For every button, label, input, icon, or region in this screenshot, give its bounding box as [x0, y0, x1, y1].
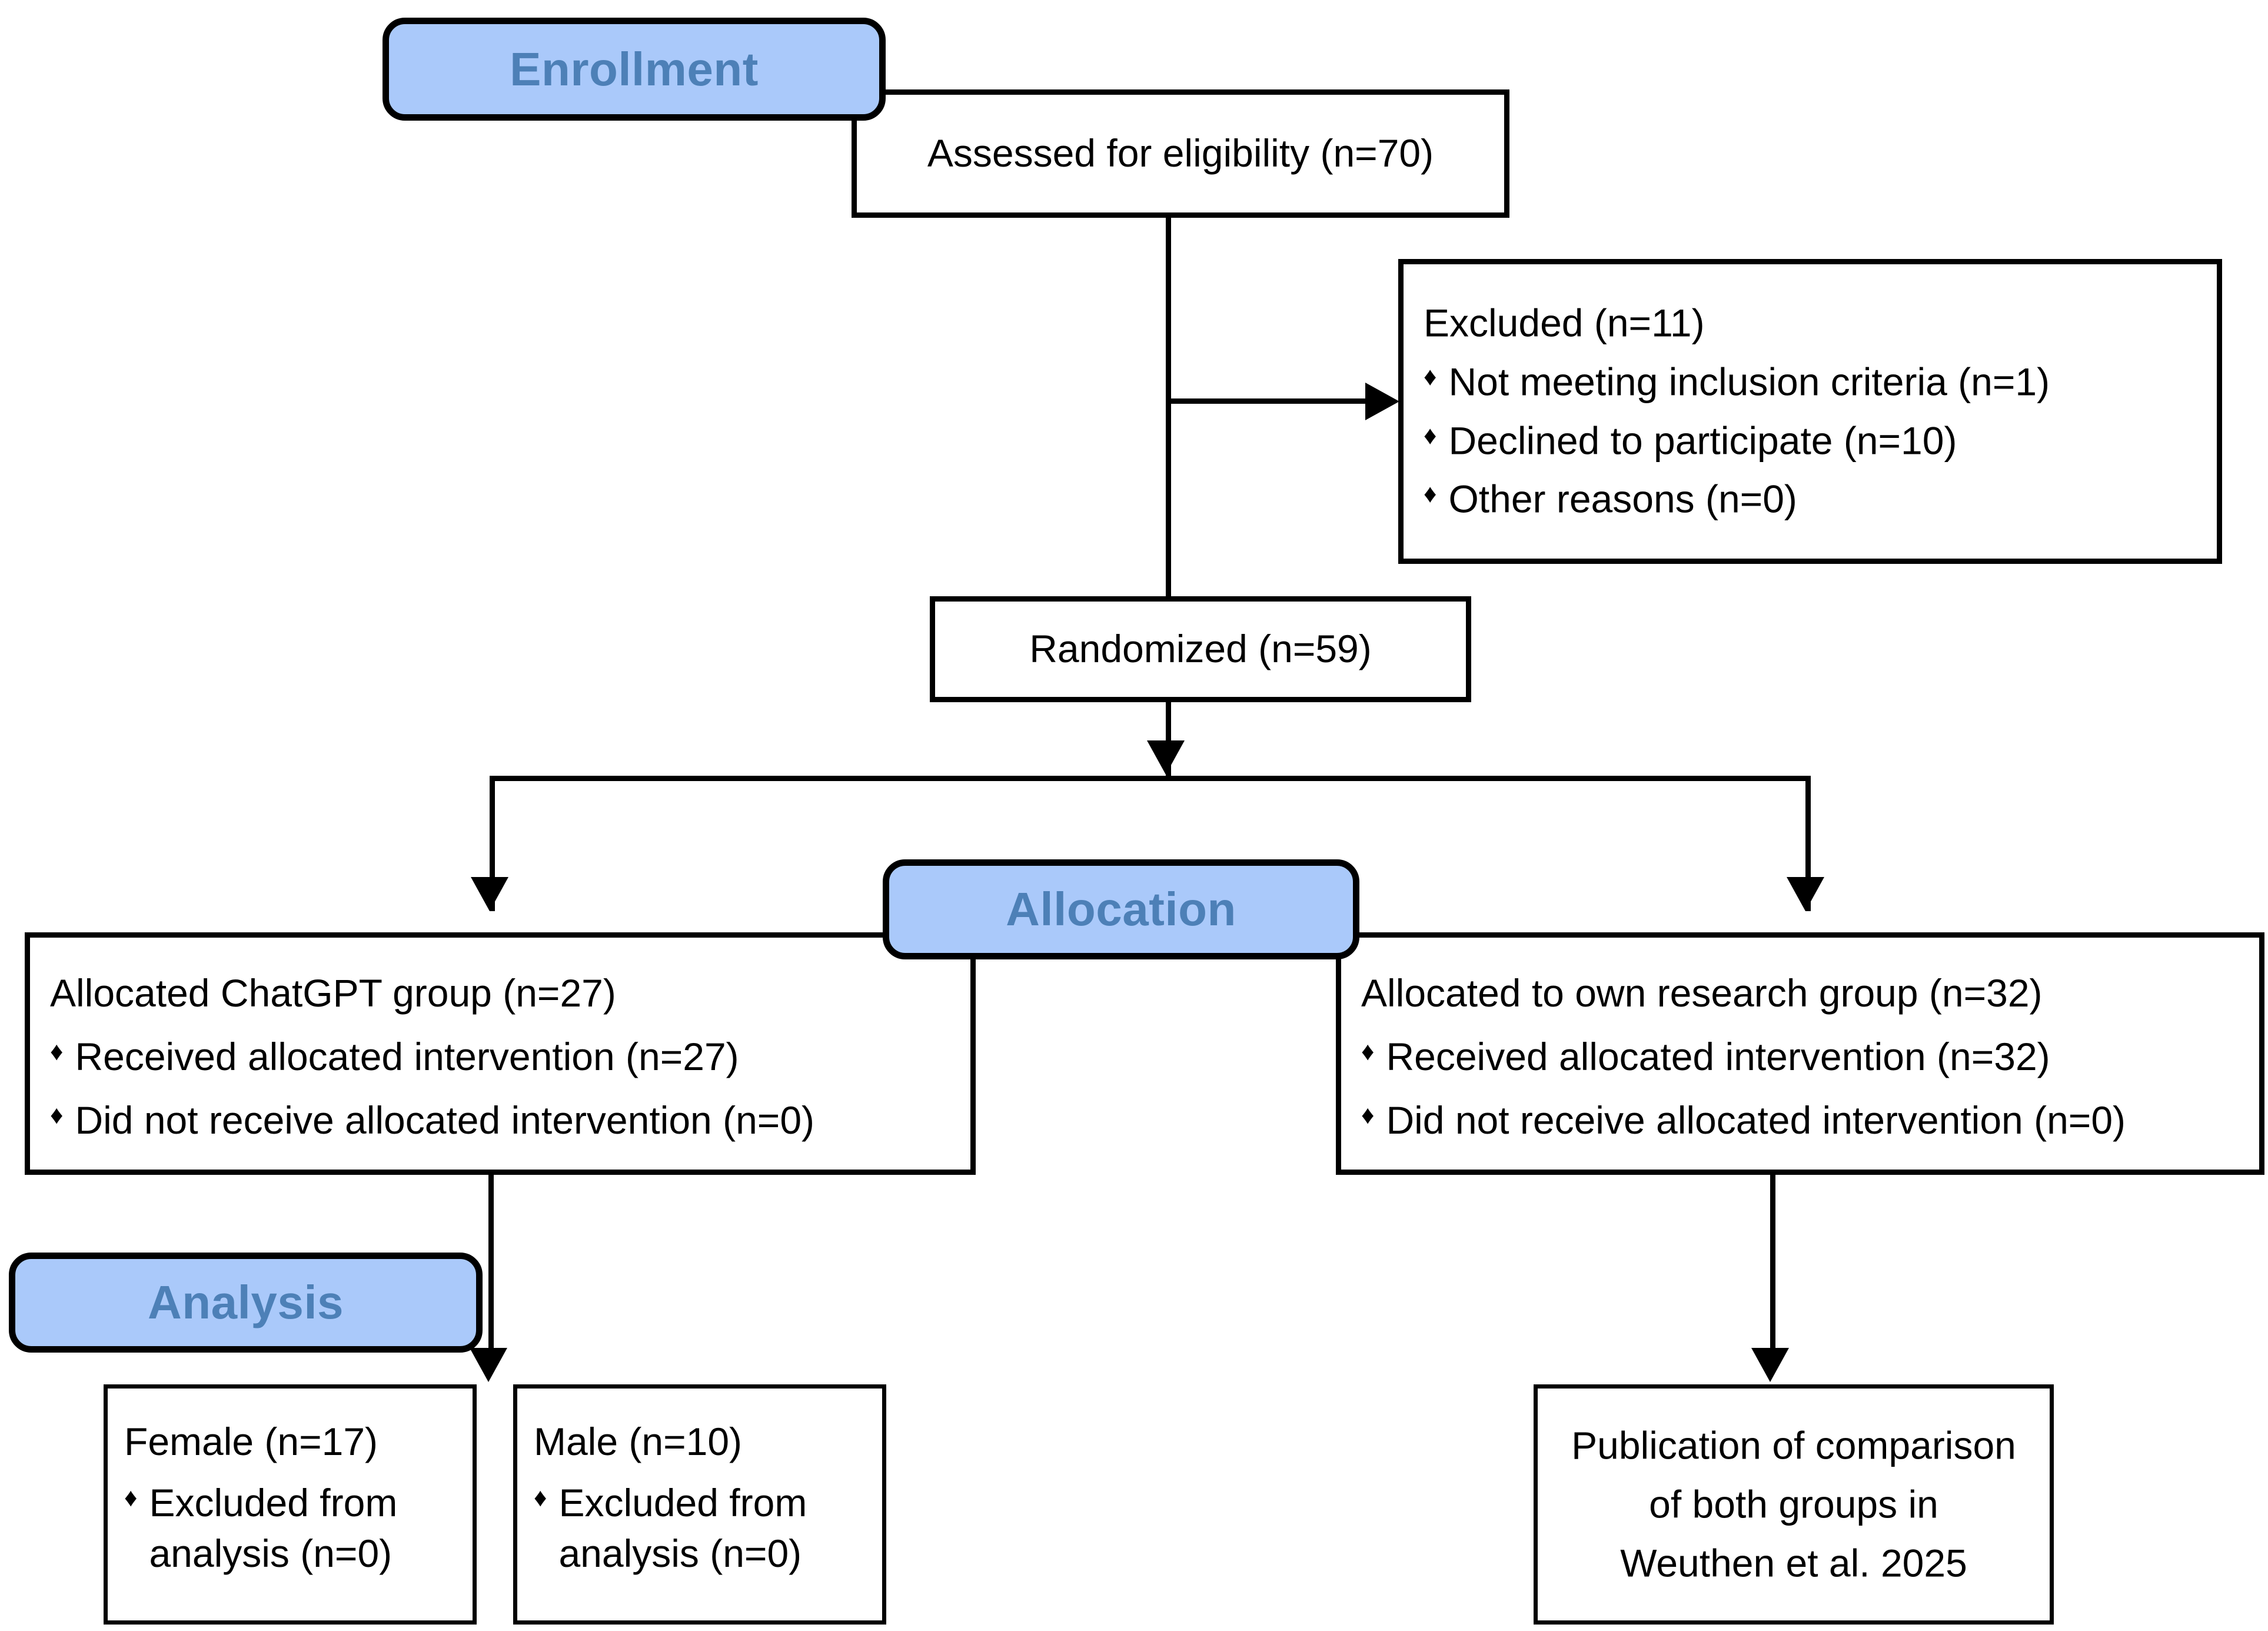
male-item-text: Excluded from analysis (n=0)	[558, 1480, 807, 1575]
male-heading: Male (n=10)	[534, 1420, 743, 1463]
allocated-left-item-text: Did not receive allocated intervention (…	[75, 1098, 814, 1142]
arrowhead-to-sex-boxes	[470, 1348, 507, 1382]
publication-line-2: of both groups in	[1649, 1482, 1938, 1526]
stage-banner-enrollment-label: Enrollment	[510, 42, 759, 95]
assessed-text: Assessed for eligibility (n=70)	[927, 131, 1434, 175]
diamond-bullet-icon: ♦	[1424, 479, 1437, 509]
allocated-left-item: ♦ Did not receive allocated intervention…	[50, 1095, 950, 1146]
diamond-bullet-icon: ♦	[50, 1100, 64, 1130]
allocated-right-item: ♦ Received allocated intervention (n=32)	[1361, 1032, 2239, 1082]
arrowhead-right-allocation	[1787, 877, 1824, 911]
allocated-left-item-text: Received allocated intervention (n=27)	[75, 1034, 739, 1078]
randomized-text: Randomized (n=59)	[1029, 627, 1372, 671]
allocated-right-item-text: Received allocated intervention (n=32)	[1386, 1034, 2050, 1078]
diamond-bullet-icon: ♦	[1361, 1100, 1375, 1130]
diamond-bullet-icon: ♦	[1424, 362, 1437, 391]
arrowhead-randomized-split	[1147, 740, 1185, 775]
connector-to-excluded	[1168, 398, 1368, 404]
publication-line-1: Publication of comparison	[1571, 1423, 2016, 1467]
stage-banner-analysis-label: Analysis	[147, 1276, 344, 1328]
connector-split-right	[1805, 776, 1811, 911]
connector-left-allocation-down	[488, 1174, 494, 1351]
diamond-bullet-icon: ♦	[1361, 1037, 1375, 1066]
excluded-reason-item: ♦ Other reasons (n=0)	[1424, 474, 2197, 525]
connector-right-allocation-down	[1770, 1174, 1775, 1351]
stage-banner-allocation: Allocation	[883, 859, 1359, 959]
male-item: ♦ Excluded from analysis (n=0)	[534, 1478, 866, 1579]
diamond-bullet-icon: ♦	[1424, 421, 1437, 450]
box-excluded: Excluded (n=11) ♦ Not meeting inclusion …	[1398, 259, 2222, 564]
arrowhead-left-allocation	[471, 877, 508, 911]
diamond-bullet-icon: ♦	[534, 1483, 547, 1512]
female-item-text: Excluded from analysis (n=0)	[149, 1480, 398, 1575]
female-heading: Female (n=17)	[124, 1420, 378, 1463]
connector-split-bar	[490, 776, 1811, 781]
connector-assessed-to-randomized	[1166, 218, 1171, 600]
allocated-left-item: ♦ Received allocated intervention (n=27)	[50, 1032, 950, 1082]
diamond-bullet-icon: ♦	[50, 1037, 64, 1066]
excluded-reason-item: ♦ Declined to participate (n=10)	[1424, 416, 2197, 466]
allocated-right-heading: Allocated to own research group (n=32)	[1361, 971, 2043, 1015]
arrowhead-to-publication	[1751, 1348, 1789, 1382]
excluded-reason-text: Not meeting inclusion criteria (n=1)	[1448, 360, 2050, 404]
excluded-reason-item: ♦ Not meeting inclusion criteria (n=1)	[1424, 357, 2197, 407]
stage-banner-analysis: Analysis	[9, 1253, 483, 1353]
allocated-left-heading: Allocated ChatGPT group (n=27)	[50, 971, 616, 1015]
connector-randomized-down	[1166, 700, 1171, 777]
arrowhead-to-excluded	[1365, 383, 1399, 420]
box-assessed-for-eligibility: Assessed for eligibility (n=70)	[852, 89, 1509, 218]
excluded-heading: Excluded (n=11)	[1424, 301, 1705, 345]
box-randomized: Randomized (n=59)	[930, 596, 1471, 702]
box-female-analysis: Female (n=17) ♦ Excluded from analysis (…	[104, 1384, 477, 1625]
diamond-bullet-icon: ♦	[124, 1483, 138, 1512]
box-male-analysis: Male (n=10) ♦ Excluded from analysis (n=…	[513, 1384, 886, 1625]
publication-line-3: Weuthen et al. 2025	[1620, 1540, 1967, 1585]
female-item: ♦ Excluded from analysis (n=0)	[124, 1478, 456, 1579]
allocated-right-item-text: Did not receive allocated intervention (…	[1386, 1098, 2126, 1142]
box-publication: Publication of comparison of both groups…	[1534, 1384, 2054, 1625]
stage-banner-enrollment: Enrollment	[383, 18, 886, 121]
connector-split-left	[490, 776, 495, 911]
excluded-reason-text: Declined to participate (n=10)	[1448, 418, 1957, 462]
excluded-reason-text: Other reasons (n=0)	[1448, 477, 1797, 521]
allocated-right-item: ♦ Did not receive allocated intervention…	[1361, 1095, 2239, 1146]
box-allocated-own-research-group: Allocated to own research group (n=32) ♦…	[1336, 932, 2264, 1175]
stage-banner-allocation-label: Allocation	[1006, 883, 1236, 935]
box-allocated-chatgpt-group: Allocated ChatGPT group (n=27) ♦ Receive…	[25, 932, 976, 1175]
